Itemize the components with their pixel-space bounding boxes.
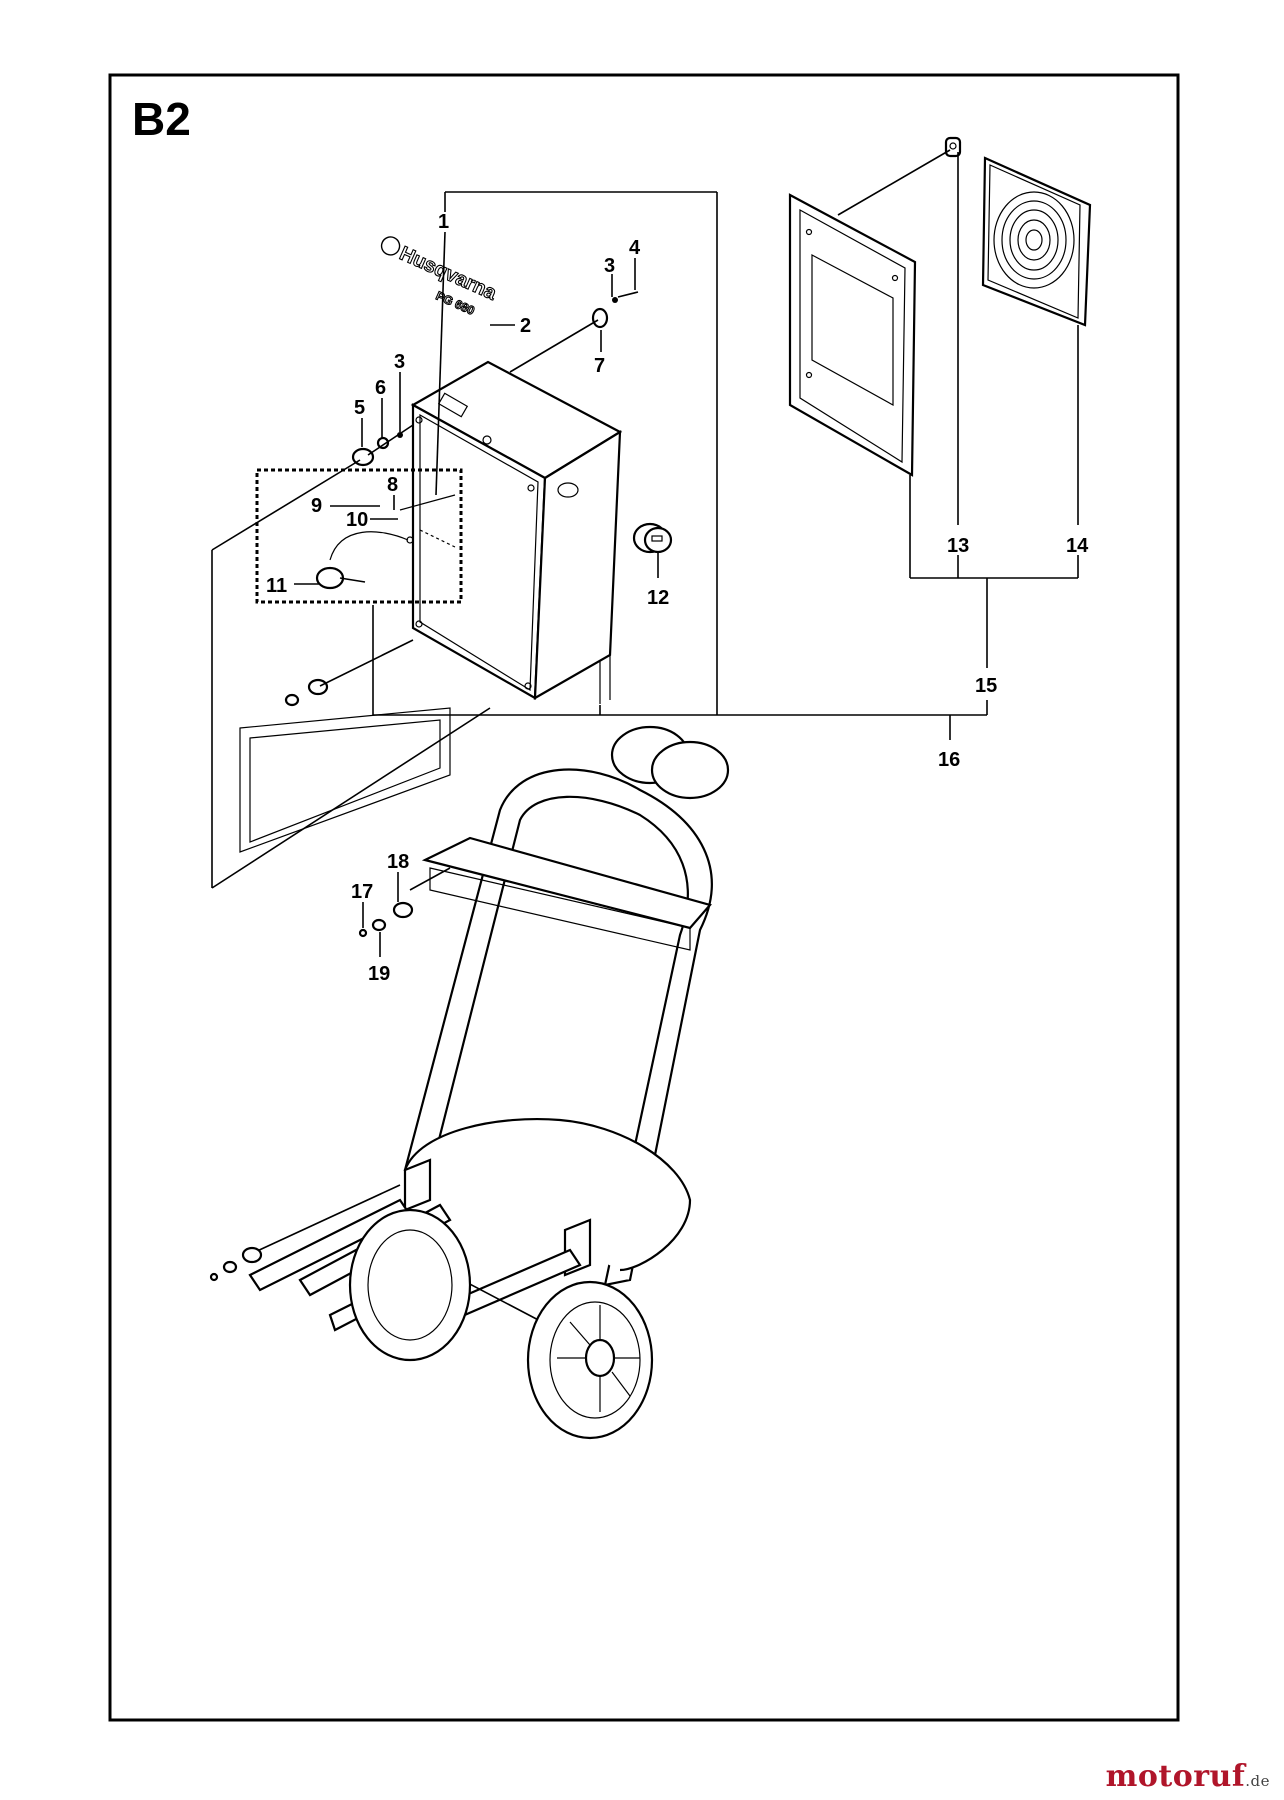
callout-labels: 1 2 3 3 4 5 6 7 8 9 10 11 12 13 14 15 16… (266, 211, 1089, 985)
leader-lines (294, 152, 1079, 957)
callout-15: 15 (975, 675, 997, 697)
callout-2: 2 (520, 315, 531, 337)
callout-4: 4 (629, 237, 641, 259)
callout-19: 19 (368, 963, 390, 985)
cover-frame (788, 193, 917, 477)
trolley-frame (248, 725, 730, 1440)
brand-decal: Husqvarna PG 680 (380, 236, 501, 319)
callout-5: 5 (354, 397, 365, 419)
figure-title: B2 (132, 93, 191, 145)
fan-grille (981, 156, 1092, 327)
callout-16: 16 (938, 749, 960, 771)
callout-8: 8 (387, 474, 398, 496)
callout-14: 14 (1066, 535, 1089, 557)
clip-part (944, 136, 962, 158)
electrical-box (410, 360, 623, 704)
callout-3-left: 3 (394, 351, 405, 373)
callout-17: 17 (351, 881, 373, 903)
callout-13: 13 (947, 535, 969, 557)
callout-18: 18 (387, 851, 409, 873)
cap-part (632, 522, 673, 554)
callout-11: 11 (266, 575, 287, 597)
callout-3-top: 3 (604, 255, 615, 277)
watermark-logo: motoruf.de (1106, 1759, 1270, 1794)
watermark-text: motoruf (1105, 1759, 1246, 1794)
detail-box (255, 468, 463, 604)
callout-10: 10 (346, 509, 368, 531)
cable-plug (315, 531, 414, 590)
diagram-border (108, 73, 1180, 1722)
callout-9: 9 (311, 495, 322, 517)
callout-1: 1 (438, 211, 449, 233)
callout-6: 6 (375, 377, 386, 399)
watermark-tld: .de (1245, 1772, 1270, 1790)
callout-7: 7 (594, 355, 605, 377)
callout-12: 12 (647, 587, 669, 609)
